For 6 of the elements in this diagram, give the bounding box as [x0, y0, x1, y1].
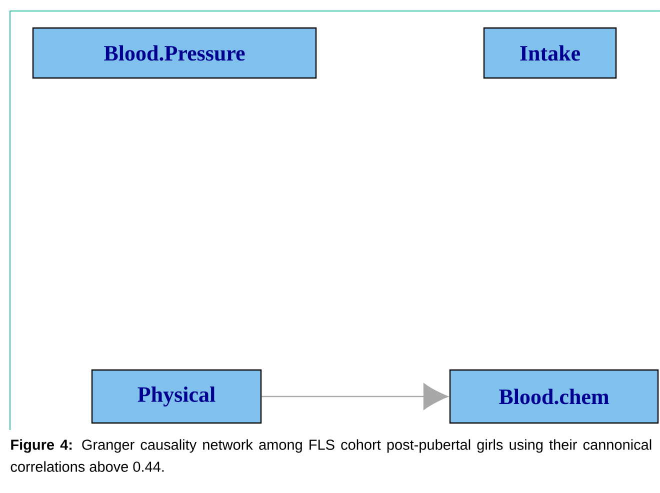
- variable-box: Blood.Pressure: [32, 27, 317, 79]
- variable-box: Physical: [91, 369, 262, 424]
- caption: Figure 4: Granger causality network among FLS cohort post-pubertal girls using their cannonical correlations above 0.44.: [10, 439, 652, 472]
- variable-box: Intake: [483, 27, 617, 79]
- arrow: [262, 383, 448, 410]
- variable-box: Blood.chem: [449, 369, 659, 424]
